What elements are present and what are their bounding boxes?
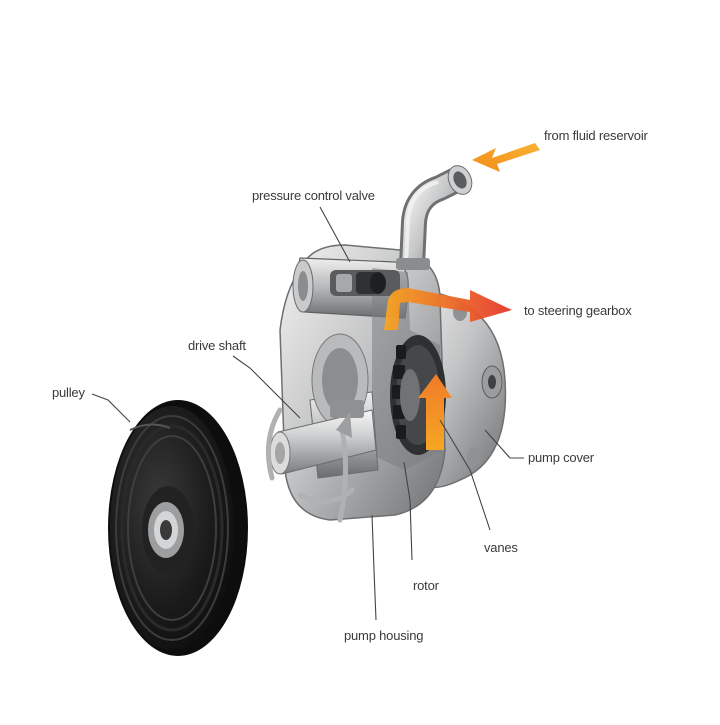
drive-shaft-part	[269, 400, 377, 475]
pump-body	[279, 244, 507, 521]
label-pulley: pulley	[52, 385, 85, 400]
rotation-arrow-head	[336, 412, 352, 438]
label-pressure-control-valve: pressure control valve	[252, 188, 375, 203]
label-drive-shaft: drive shaft	[188, 338, 246, 353]
internal-flow-arrow	[418, 374, 452, 450]
label-pump-housing: pump housing	[344, 628, 424, 643]
label-from-fluid-reservoir: from fluid reservoir	[544, 128, 648, 143]
outflow-arrow	[384, 288, 512, 330]
label-vanes: vanes	[484, 540, 518, 555]
label-pump-cover: pump cover	[528, 450, 594, 465]
pulley-part	[108, 400, 248, 656]
leader-lines	[91, 206, 524, 621]
inflow-arrow	[472, 143, 540, 172]
inlet-pipe	[396, 165, 473, 270]
label-rotor: rotor	[413, 578, 439, 593]
rotation-arrows	[265, 407, 355, 523]
label-to-steering-gearbox: to steering gearbox	[524, 303, 632, 318]
